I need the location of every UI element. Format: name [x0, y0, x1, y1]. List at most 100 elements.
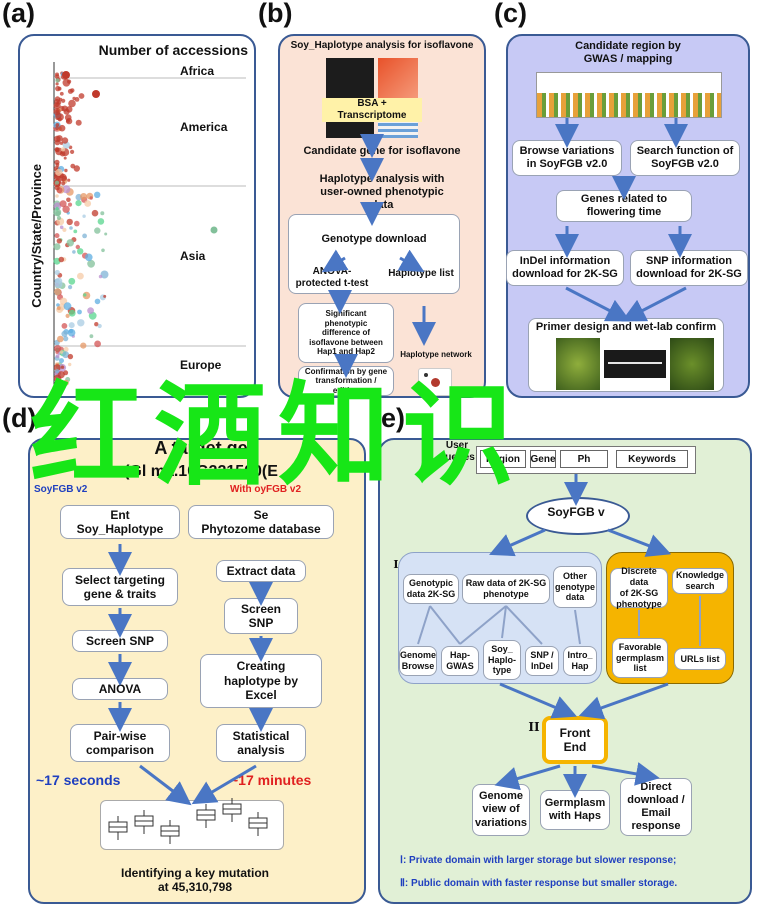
- favorable-germplasm-box: Favorable germplasm list: [612, 638, 668, 678]
- region-europe: Europe: [180, 358, 222, 372]
- panel-label-c: (c): [494, 0, 527, 28]
- plant-image-right: [670, 338, 714, 390]
- accession-dot: [55, 382, 64, 391]
- accession-dot: [68, 362, 72, 367]
- isoflavone-title: Soy_Haplotype analysis for isoflavone: [290, 40, 474, 51]
- haplotype-network-image: [418, 368, 452, 396]
- direct-download-box: Direct download / Email response: [620, 778, 692, 836]
- accession-dot: [103, 294, 107, 298]
- accession-dot: [82, 214, 86, 218]
- accession-dot: [55, 354, 60, 358]
- domain-two-marker: II: [528, 720, 540, 734]
- accession-dot: [97, 323, 102, 329]
- knowledge-search-box: Knowledge search: [672, 568, 728, 594]
- accession-dot: [62, 205, 70, 213]
- accession-dot: [66, 106, 73, 113]
- accession-dot: [57, 371, 65, 379]
- right-step-statistical: Statistical analysis: [216, 724, 306, 762]
- accession-dot: [59, 225, 64, 230]
- accession-dot: [64, 114, 72, 121]
- genome-browse-box: Genome Browse: [399, 646, 437, 676]
- accession-dot: [85, 253, 93, 262]
- accession-dot: [62, 227, 67, 232]
- panel-label-a: (a): [2, 0, 35, 28]
- panel-label-d: (d): [2, 403, 37, 433]
- accession-dot: [82, 233, 87, 239]
- accession-dot: [75, 244, 81, 250]
- query-phenotype[interactable]: Ph: [560, 450, 608, 468]
- accession-dot: [74, 220, 80, 227]
- query-gene[interactable]: Gene: [530, 450, 556, 468]
- accession-dot: [87, 307, 94, 314]
- indel-download-box: InDel information download for 2K-SG: [506, 250, 624, 286]
- accession-dot: [55, 78, 60, 83]
- accession-dot: [91, 209, 99, 217]
- accession-dot: [59, 173, 67, 182]
- accession-dot: [80, 342, 87, 349]
- accession-dot: [63, 346, 69, 352]
- other-genotype-box: Other genotype data: [553, 566, 597, 608]
- raw-phenotype-box: Raw data of 2K-SG phenotype: [462, 574, 550, 604]
- accession-dot: [58, 124, 66, 132]
- accession-dot: [67, 353, 74, 360]
- accession-dot: [61, 323, 68, 329]
- accession-dot: [97, 218, 105, 225]
- accession-dot: [68, 277, 76, 285]
- accession-dot: [60, 147, 66, 152]
- region-africa: Africa: [180, 64, 215, 78]
- accession-dot: [59, 200, 67, 208]
- accession-dot: [54, 139, 61, 146]
- boxplot: [248, 812, 268, 836]
- query-region[interactable]: Region: [480, 450, 526, 468]
- accession-dot: [74, 97, 80, 102]
- accession-dot: [66, 239, 75, 247]
- gwas-image: [536, 72, 722, 118]
- user-queries-label: User queries: [439, 440, 475, 463]
- accession-dot: [67, 202, 73, 207]
- boxplot: [196, 804, 216, 828]
- accession-dot: [77, 248, 84, 255]
- legend-public: Ⅱ: Public domain with faster response bu…: [400, 878, 678, 889]
- accession-dot: [53, 364, 61, 371]
- left-step-pairwise: Pair-wise comparison: [70, 724, 170, 762]
- genome-view-box: Genome view of variations: [472, 784, 530, 836]
- accession-dot: [68, 99, 76, 108]
- accession-dot: [70, 163, 76, 169]
- domain-one-marker: I: [393, 558, 399, 571]
- with-soyfgb-header: SoyFGB v2: [34, 484, 88, 495]
- accession-dot: [68, 309, 76, 317]
- accession-dot: [72, 96, 76, 101]
- accession-dot: [84, 200, 92, 207]
- accession-dot: [66, 218, 73, 226]
- accession-dot: [104, 232, 108, 236]
- accession-dot: [59, 350, 64, 354]
- accession-dot: [55, 126, 59, 131]
- accession-dot: [55, 210, 61, 217]
- without-soyfgb-header: With oyFGB v2: [230, 484, 302, 495]
- boxplot: [160, 820, 180, 844]
- accession-dot: [94, 340, 101, 348]
- key-mutation-text: Identifying a key mutation at 45,310,798: [120, 866, 270, 895]
- front-end-box: Front End: [542, 716, 608, 764]
- target-gene-id: (Gl ma.10G221500(E: [124, 463, 278, 480]
- genotypic-data-box: Genotypic data 2K-SG: [403, 574, 459, 604]
- accession-dot: [101, 248, 105, 253]
- plant-image-left: [556, 338, 600, 390]
- boxplot: [222, 798, 242, 822]
- discrete-phenotype-box: Discrete data of 2K-SG phenotype: [610, 566, 668, 609]
- accession-dot: [98, 274, 103, 279]
- accession-dot: [62, 185, 71, 194]
- accession-dot: [67, 328, 76, 337]
- query-keywords[interactable]: Keywords: [616, 450, 688, 468]
- accession-dot: [54, 288, 62, 296]
- accession-dot: [55, 82, 59, 86]
- accession-dot: [55, 347, 60, 353]
- accession-dot: [77, 272, 84, 280]
- accession-dot: [78, 93, 85, 99]
- accession-dot: [63, 302, 72, 311]
- accession-dot: [60, 365, 65, 369]
- accession-dot: [67, 79, 72, 84]
- accession-dot: [56, 303, 60, 307]
- accession-dot: [57, 86, 62, 91]
